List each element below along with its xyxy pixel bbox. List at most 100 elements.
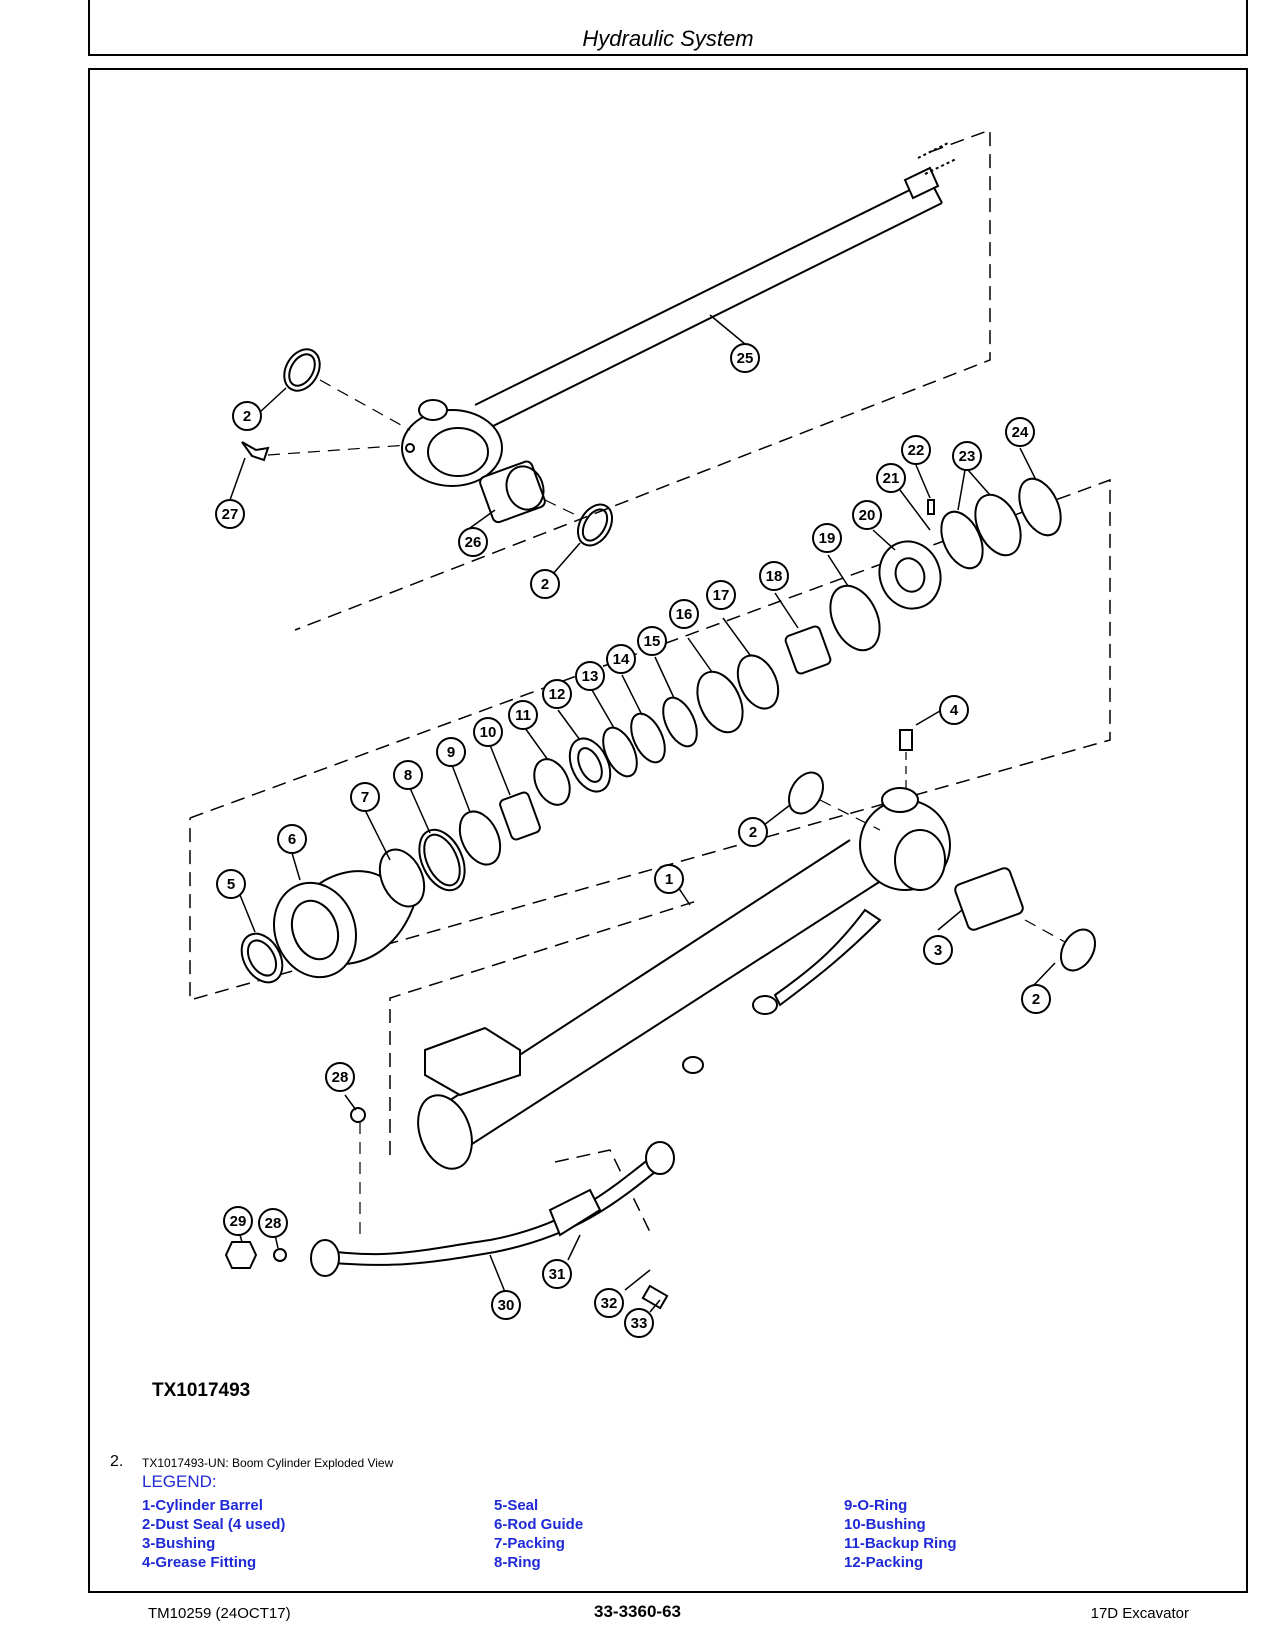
callout-28-b <box>258 1208 288 1238</box>
callout-8-label: 8 <box>404 767 412 784</box>
callout-6 <box>277 824 307 854</box>
callout-23-label: 23 <box>959 448 976 465</box>
callout-20 <box>852 500 882 530</box>
piston-assembly-frame <box>189 478 1111 1001</box>
callout-22-label: 22 <box>908 442 925 459</box>
legend-item: 7-Packing <box>494 1535 565 1552</box>
page-header: Hydraulic System <box>88 0 1248 56</box>
callout-6-label: 6 <box>288 831 296 848</box>
callout-21-label: 21 <box>883 470 900 487</box>
callout-31 <box>542 1259 572 1289</box>
callout-7 <box>350 782 380 812</box>
legend-item: 10-Bushing <box>844 1516 926 1533</box>
callout-1 <box>654 864 684 894</box>
legend-item: 4-Grease Fitting <box>142 1554 257 1571</box>
figure-id: TX1017493 <box>152 1380 251 1401</box>
exploded-view-illustration: 25 2 27 26 2 1 4 2 3 2 5 6 7 8 9 10 11 1… <box>189 128 1111 1338</box>
callout-4-label: 4 <box>950 702 959 719</box>
callout-29 <box>223 1206 253 1236</box>
callout-18-label: 18 <box>766 568 783 585</box>
callout-28-b-label: 28 <box>265 1215 282 1232</box>
clamp-bolt <box>641 1284 669 1310</box>
callout-5 <box>216 869 246 899</box>
legend-item: 11-Backup Ring <box>844 1535 957 1552</box>
callout-28-a <box>325 1062 355 1092</box>
callout-2-d <box>1021 984 1051 1014</box>
callout-13 <box>575 661 605 691</box>
machine-model: 17D Excavator <box>1090 1605 1189 1622</box>
legend-item: 1-Cylinder Barrel <box>142 1497 263 1514</box>
figure-frame: 25 2 27 26 2 1 4 2 3 2 5 6 7 8 9 10 11 1… <box>88 68 1248 1593</box>
callout-23 <box>952 441 982 471</box>
pipe-clamp <box>548 1188 602 1237</box>
legend-item: 2-Dust Seal (4 used) <box>142 1516 286 1533</box>
hydraulic-tube <box>224 1107 675 1310</box>
legend-column-1: 1-Cylinder Barrel 2-Dust Seal (4 used) 3… <box>142 1496 285 1572</box>
callout-19-label: 19 <box>819 530 836 547</box>
callout-33-label: 33 <box>631 1315 648 1332</box>
cylinder-barrel <box>417 787 951 1170</box>
callout-9 <box>436 737 466 767</box>
callout-16 <box>669 599 699 629</box>
callout-2-a-label: 2 <box>243 408 251 425</box>
callout-31-label: 31 <box>549 1266 566 1283</box>
grease-fitting-barrel <box>899 729 913 751</box>
callout-18 <box>759 561 789 591</box>
callout-26-label: 26 <box>465 534 482 551</box>
barrel-assembly-frame <box>389 899 701 1155</box>
tube-assembly-frame <box>554 1149 651 1233</box>
callout-21 <box>876 463 906 493</box>
callout-29-label: 29 <box>230 1213 247 1230</box>
callout-27 <box>215 499 245 529</box>
callout-5-label: 5 <box>227 876 235 893</box>
dust-seal-lower-right <box>576 503 614 547</box>
rod-assembly-frame <box>294 128 991 631</box>
callout-4 <box>939 695 969 725</box>
callout-2-b <box>530 569 560 599</box>
callout-12 <box>542 679 572 709</box>
callout-1-label: 1 <box>665 871 673 888</box>
callout-33 <box>624 1308 654 1338</box>
callout-17 <box>706 580 736 610</box>
tube-fitting <box>224 1241 258 1269</box>
callout-2-c-label: 2 <box>749 824 757 841</box>
callout-25 <box>730 343 760 373</box>
legend-column-2: 5-Seal 6-Rod Guide 7-Packing 8-Ring <box>494 1496 583 1572</box>
callout-19 <box>812 523 842 553</box>
legend-column-3: 9-O-Ring 10-Bushing 11-Backup Ring 12-Pa… <box>844 1496 957 1572</box>
callout-7-label: 7 <box>361 789 369 806</box>
legend-title: LEGEND: <box>142 1472 217 1491</box>
manual-id: TM10259 (24OCT17) <box>148 1605 291 1622</box>
callout-14-label: 14 <box>613 651 630 668</box>
callout-30 <box>491 1290 521 1320</box>
section-title: Hydraulic System <box>582 26 754 51</box>
legend-item: 6-Rod Guide <box>494 1516 584 1533</box>
callout-3 <box>923 935 953 965</box>
piston-rod <box>474 141 957 431</box>
legend-item: 8-Ring <box>494 1554 541 1571</box>
callout-28-a-label: 28 <box>332 1069 349 1086</box>
dust-seal-barrel-bottom <box>1059 928 1097 972</box>
piston-parts <box>240 477 1062 984</box>
page-number: 33-3360-63 <box>594 1602 681 1621</box>
dust-seal-barrel-top <box>787 771 825 815</box>
callout-24 <box>1005 417 1035 447</box>
callout-2-b-label: 2 <box>541 576 549 593</box>
callout-15 <box>637 626 667 656</box>
callout-25-label: 25 <box>737 350 754 367</box>
callout-11 <box>508 700 538 730</box>
grease-fitting-rod <box>241 441 270 462</box>
callout-2-d-label: 2 <box>1032 991 1040 1008</box>
callout-15-label: 15 <box>644 633 661 650</box>
callout-30-label: 30 <box>498 1297 515 1314</box>
figure-caption: TX1017493-UN: Boom Cylinder Exploded Vie… <box>142 1456 394 1470</box>
legend-item: 12-Packing <box>844 1554 924 1571</box>
callout-2-a <box>232 401 262 431</box>
dust-seal-upper-left-inner <box>288 353 316 387</box>
rod-eye <box>401 399 503 487</box>
callout-10 <box>473 717 503 747</box>
legend-item: 3-Bushing <box>142 1535 216 1552</box>
callout-8 <box>393 760 423 790</box>
dust-seal-upper-left <box>283 348 321 392</box>
callout-11-label: 11 <box>515 707 531 724</box>
